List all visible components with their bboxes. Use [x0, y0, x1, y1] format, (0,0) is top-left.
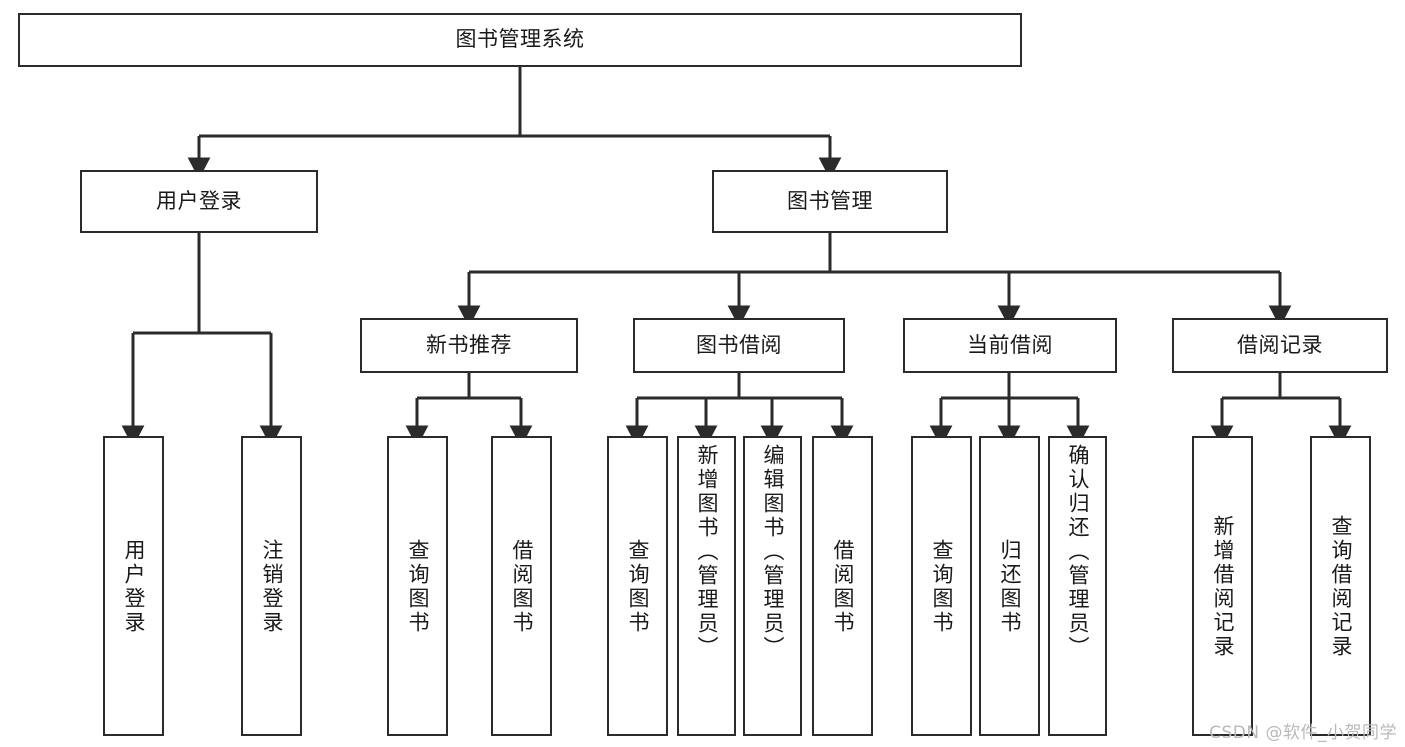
node-leaf-add-book[interactable]: 新增图书（管理员）: [677, 436, 736, 736]
edge-currentborrow-to-leaves: [929, 398, 1090, 448]
node-leaf-add-record[interactable]: 新增借阅记录: [1192, 436, 1253, 736]
node-leaf-borrow-book-2-label: 借阅图书: [831, 539, 855, 635]
node-leaf-add-book-label: 新增图书（管理员）: [695, 444, 719, 660]
node-leaf-return-book[interactable]: 归还图书: [979, 436, 1040, 736]
edge-root-to-level2: [187, 136, 842, 180]
node-leaf-query-record[interactable]: 查询借阅记录: [1310, 436, 1371, 736]
node-user-login[interactable]: 用户登录: [80, 170, 318, 233]
edge-borrowrecord-fork: [1222, 373, 1340, 400]
node-user-login-label: 用户登录: [156, 188, 242, 213]
node-leaf-logout[interactable]: 注销登录: [241, 436, 302, 736]
node-leaf-query-book-3[interactable]: 查询图书: [911, 436, 972, 736]
node-leaf-return-book-label: 归还图书: [998, 539, 1022, 635]
node-leaf-borrow-book-2[interactable]: 借阅图书: [812, 436, 873, 736]
node-current-borrow[interactable]: 当前借阅: [903, 318, 1117, 373]
node-leaf-user-login-label: 用户登录: [122, 539, 146, 635]
node-leaf-user-login[interactable]: 用户登录: [103, 436, 164, 736]
node-leaf-query-book-1[interactable]: 查询图书: [387, 436, 448, 736]
node-leaf-confirm-return-label: 确认归还（管理员）: [1066, 444, 1090, 660]
node-leaf-add-record-label: 新增借阅记录: [1211, 515, 1235, 659]
node-book-borrow-label: 图书借阅: [696, 332, 782, 357]
node-leaf-query-book-2[interactable]: 查询图书: [607, 436, 668, 736]
edge-borrowrecord-to-leaves: [1210, 398, 1352, 448]
edge-newbook-to-leaves: [405, 398, 533, 448]
node-book-manage-label: 图书管理: [787, 188, 873, 213]
edge-bookmanage-to-level3: [457, 272, 1292, 328]
node-leaf-confirm-return[interactable]: 确认归还（管理员）: [1048, 436, 1107, 736]
node-new-book-rec[interactable]: 新书推荐: [360, 318, 578, 373]
edge-userlogin-to-leaves: [121, 333, 283, 448]
node-leaf-query-record-label: 查询借阅记录: [1329, 515, 1353, 659]
edge-bookborrow-fork: [637, 373, 842, 400]
node-borrow-record-label: 借阅记录: [1237, 332, 1323, 357]
edge-bookborrow-to-leaves: [625, 398, 854, 448]
edge-newbook-fork: [417, 373, 521, 400]
node-root[interactable]: 图书管理系统: [18, 13, 1022, 67]
node-new-book-rec-label: 新书推荐: [426, 332, 512, 357]
node-leaf-edit-book-label: 编辑图书（管理员）: [761, 444, 785, 660]
csdn-watermark: CSDN @软件_小贺同学: [1209, 723, 1397, 743]
edge-root-fork: [199, 67, 830, 138]
node-leaf-logout-label: 注销登录: [260, 539, 284, 635]
node-leaf-query-book-1-label: 查询图书: [406, 539, 430, 635]
edge-userlogin-fork: [133, 233, 271, 335]
node-leaf-borrow-book-1-label: 借阅图书: [510, 539, 534, 635]
node-root-label: 图书管理系统: [455, 27, 585, 52]
node-current-borrow-label: 当前借阅: [967, 332, 1053, 357]
node-borrow-record[interactable]: 借阅记录: [1172, 318, 1388, 373]
node-leaf-edit-book[interactable]: 编辑图书（管理员）: [743, 436, 802, 736]
node-leaf-query-book-3-label: 查询图书: [930, 539, 954, 635]
node-leaf-borrow-book-1[interactable]: 借阅图书: [491, 436, 552, 736]
node-book-manage[interactable]: 图书管理: [712, 170, 948, 233]
node-leaf-query-book-2-label: 查询图书: [626, 539, 650, 635]
edge-currentborrow-fork: [941, 373, 1078, 400]
edge-bookmanage-fork: [469, 233, 1280, 274]
node-book-borrow[interactable]: 图书借阅: [633, 318, 845, 373]
